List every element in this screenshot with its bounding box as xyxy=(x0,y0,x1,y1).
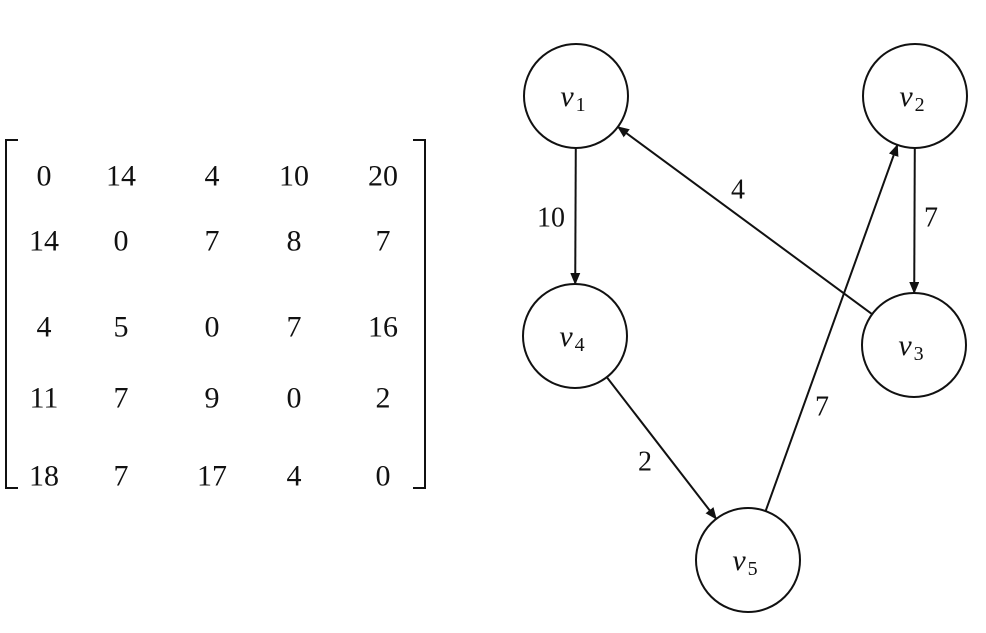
matrix-cell: 5 xyxy=(114,311,129,344)
left-bracket xyxy=(5,139,18,489)
matrix-cell: 0 xyxy=(287,382,302,415)
matrix-cell: 7 xyxy=(376,225,391,258)
matrix-cell: 2 xyxy=(376,382,391,415)
edge-weight-v1-v4: 10 xyxy=(537,203,565,234)
edge-v2-v3 xyxy=(909,147,920,295)
edge-weight-v5-v2: 7 xyxy=(815,392,829,423)
matrix-cell: 4 xyxy=(287,460,302,493)
node-circle xyxy=(523,43,629,149)
node-label-main: v xyxy=(560,80,574,113)
node-label-main: v xyxy=(898,329,912,362)
node-label-subscript: 4 xyxy=(575,334,585,356)
edge-v1-v4 xyxy=(570,147,581,286)
node-circle xyxy=(695,507,801,613)
matrix-cell: 0 xyxy=(114,225,129,258)
matrix-cell: 7 xyxy=(205,225,220,258)
matrix-cell: 17 xyxy=(197,460,227,493)
matrix-cell: 16 xyxy=(368,311,398,344)
matrix-cell: 4 xyxy=(37,311,52,344)
matrix-cell: 14 xyxy=(106,160,136,193)
edge-v5-v2 xyxy=(764,143,899,512)
node-label-main: v xyxy=(732,544,746,577)
right-bracket xyxy=(413,139,426,489)
matrix-cell: 7 xyxy=(114,460,129,493)
node-circle xyxy=(862,43,968,149)
node-circle xyxy=(861,292,967,398)
edge-v3-v1 xyxy=(617,126,873,315)
matrix-cell: 10 xyxy=(279,160,309,193)
node-label-subscript: 3 xyxy=(914,343,924,365)
node-label-subscript: 1 xyxy=(576,94,586,116)
node-label-main: v xyxy=(559,320,573,353)
distance-matrix: 0 14 4 10 20 14 0 7 8 7 4 5 0 7 16 11 7 9 0 2 18 7 17 4 0 xyxy=(5,139,426,493)
matrix-cell: 9 xyxy=(205,382,220,415)
matrix-cell: 18 xyxy=(29,460,59,493)
matrix-cell: 14 xyxy=(29,225,59,258)
matrix-cell: 0 xyxy=(205,311,220,344)
node-label-subscript: 2 xyxy=(915,94,925,116)
node-circle xyxy=(522,283,628,389)
matrix-cell: 8 xyxy=(287,225,302,258)
node-label-main: v xyxy=(899,80,913,113)
matrix-cell: 7 xyxy=(287,311,302,344)
matrix-cell: 7 xyxy=(114,382,129,415)
matrix-cell: 0 xyxy=(37,160,52,193)
matrix-cell: 0 xyxy=(376,460,391,493)
matrix-cell: 4 xyxy=(205,160,220,193)
edge-weight-v4-v5: 2 xyxy=(638,447,652,478)
matrix-cell: 11 xyxy=(30,382,59,415)
edge-v4-v5 xyxy=(605,376,718,520)
node-label-subscript: 5 xyxy=(748,558,758,580)
edge-weight-v3-v1: 4 xyxy=(731,175,745,206)
matrix-cell: 20 xyxy=(368,160,398,193)
edge-weight-v2-v3: 7 xyxy=(924,203,938,234)
